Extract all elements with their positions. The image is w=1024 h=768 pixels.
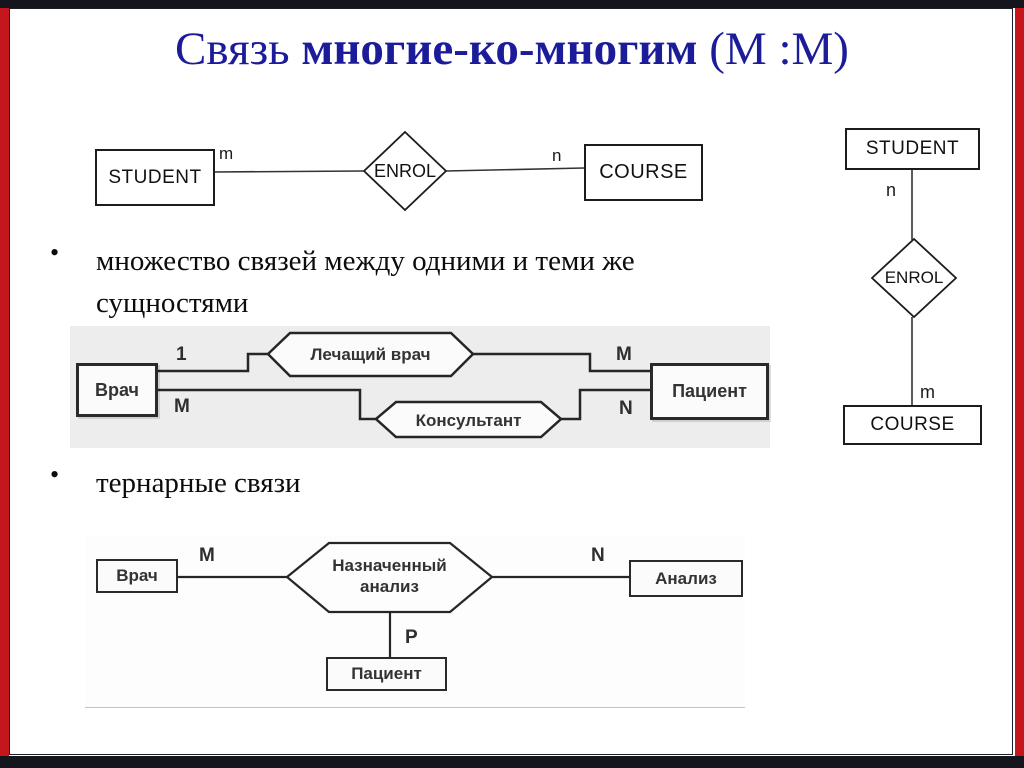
bullet-1-line-1: множество связей между одними и теми же xyxy=(96,245,635,277)
frame-left-bar xyxy=(0,8,9,756)
cardinality-m-right: M xyxy=(616,344,632,365)
diagram-ternary-relation: Врач M Назначенный анализ N Анализ P Пац… xyxy=(85,535,745,708)
entity-patient: Пациент xyxy=(326,657,447,691)
entity-doctor: Врач xyxy=(96,559,178,593)
entity-student: STUDENT xyxy=(845,128,980,170)
relation-label-enrol: ENROL xyxy=(884,268,944,287)
diagram-student-enrol-course-horizontal: STUDENT m ENROL n COURSE xyxy=(80,120,730,230)
title-prefix: Связь xyxy=(175,23,302,75)
bullet-1-line-2: сущностями xyxy=(96,287,249,319)
title-suffix: (М :М) xyxy=(697,23,849,75)
cardinality-m-left: M xyxy=(174,396,190,417)
page-title: Связь многие-ко-многим (М :М) xyxy=(40,22,984,76)
frame-top-bar xyxy=(0,0,1024,8)
bullet-ternary-links: • тернарные связи xyxy=(50,460,650,504)
frame-right-bar xyxy=(1015,8,1024,756)
cardinality-m: m xyxy=(920,382,935,402)
relation-diamond xyxy=(362,130,448,212)
diagram-lines xyxy=(158,331,650,439)
connector-line xyxy=(158,388,376,421)
cardinality-m: m xyxy=(219,144,234,163)
frame-bottom-bar xyxy=(0,756,1024,768)
cardinality-n-right: N xyxy=(619,398,633,419)
entity-student: STUDENT xyxy=(95,149,215,206)
relation-label-enrol: ENROL xyxy=(373,161,436,181)
cardinality-n: n xyxy=(886,180,897,200)
diagram-student-enrol-course-vertical: STUDENT n ENROL m COURSE xyxy=(830,118,1005,458)
connector-line xyxy=(561,388,650,421)
relation-label-line-2: анализ xyxy=(360,577,419,596)
bullet-marker: • xyxy=(50,460,60,489)
cardinality-n: n xyxy=(552,146,562,165)
diagram-lines xyxy=(178,541,629,657)
connector-line xyxy=(473,352,650,373)
entity-course: COURSE xyxy=(584,144,703,201)
connector-line xyxy=(214,170,365,173)
bullet-marker: • xyxy=(50,238,60,267)
entity-course: COURSE xyxy=(843,405,982,445)
relation-label-attending-doctor: Лечащий врач xyxy=(310,345,431,364)
diagram-lines xyxy=(214,130,585,212)
relation-hexagon-attending-doctor xyxy=(266,331,475,378)
bullet-multiple-links: • множество связей между одними и теми ж… xyxy=(50,238,770,324)
connector-line xyxy=(158,352,268,373)
entity-analysis: Анализ xyxy=(629,560,743,597)
diagram-lines xyxy=(870,170,958,405)
relation-label-assigned-analysis: Назначенный анализ xyxy=(287,555,492,597)
relation-hexagon-assigned-analysis xyxy=(285,541,494,614)
title-emphasis: многие-ко-многим xyxy=(301,23,698,75)
cardinality-m: M xyxy=(199,545,215,566)
connector-line xyxy=(445,167,585,172)
cardinality-n: N xyxy=(591,545,605,566)
relation-diamond xyxy=(870,237,958,319)
entity-doctor: Врач xyxy=(76,363,158,417)
entity-patient: Пациент xyxy=(650,363,769,420)
cardinality-p: P xyxy=(405,627,418,648)
bullet-2-line-1: тернарные связи xyxy=(96,467,301,499)
relation-label-consultant: Консультант xyxy=(415,411,522,430)
cardinality-1: 1 xyxy=(176,344,187,365)
relation-hexagon-consultant xyxy=(374,400,563,439)
relation-label-line-1: Назначенный xyxy=(332,556,447,575)
diagram-doctor-patient-duplicate-relations: Врач Пациент Лечащий врач Консультант 1 … xyxy=(70,326,770,448)
